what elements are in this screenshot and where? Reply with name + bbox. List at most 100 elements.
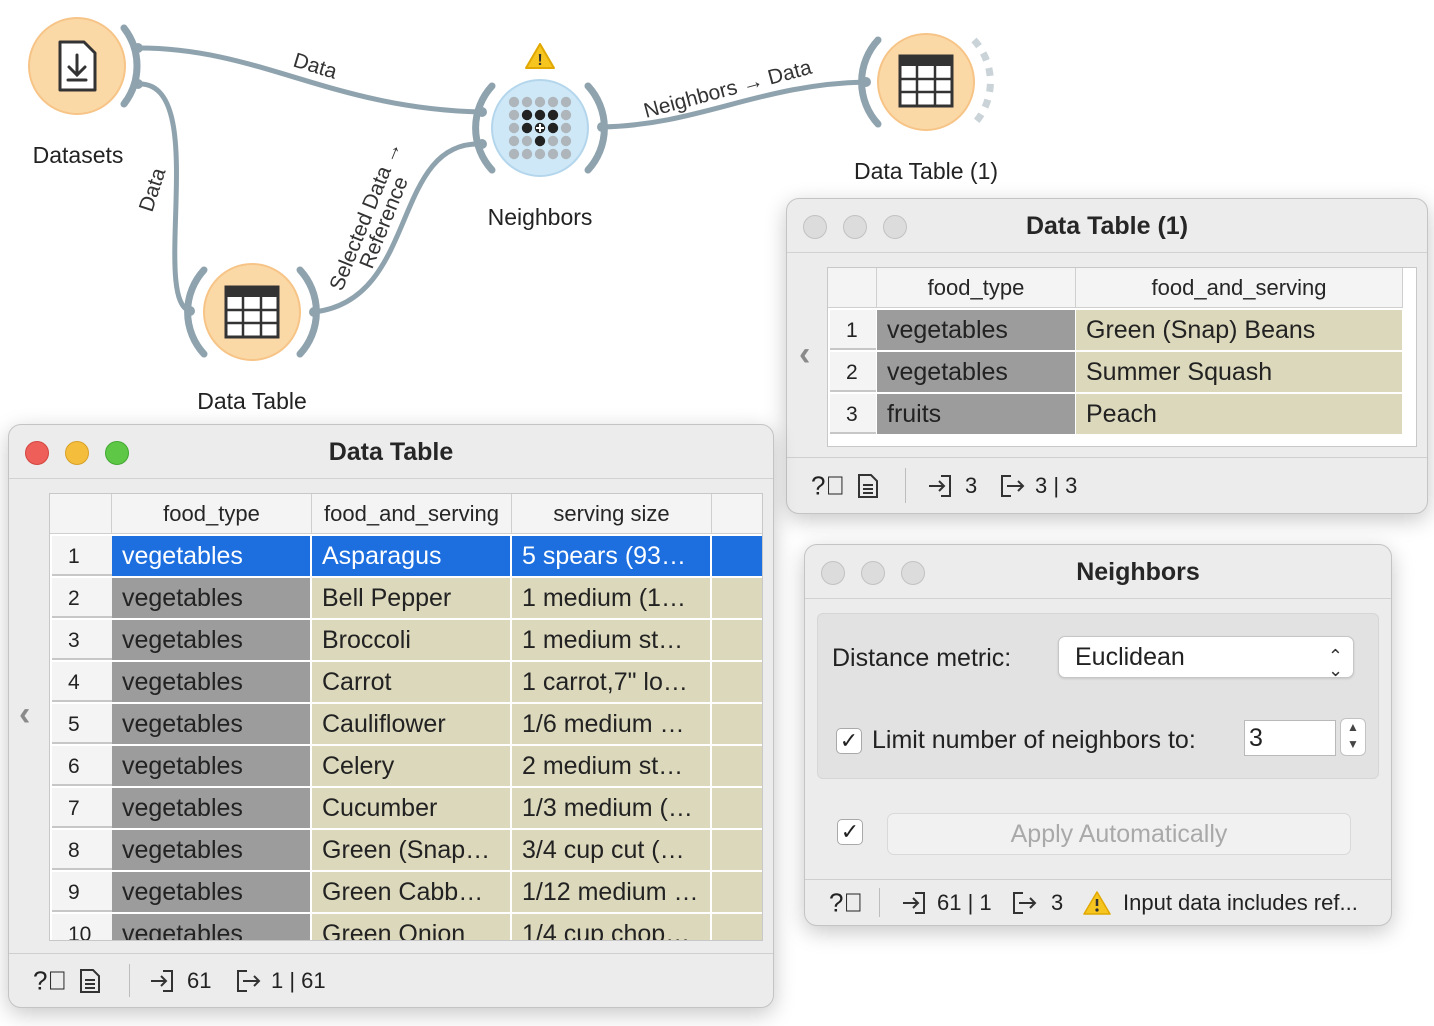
node-label-data-table[interactable]: Data Table — [197, 388, 307, 414]
table-cell[interactable]: vegetables — [112, 578, 310, 618]
table-cell[interactable]: vegetables — [112, 788, 310, 828]
output-summary[interactable]: 3 | 3 — [999, 473, 1077, 499]
apply-automatically-checkbox[interactable]: ✓ — [837, 819, 863, 845]
node-datasets[interactable] — [28, 17, 143, 115]
table-cell[interactable] — [712, 662, 762, 702]
row-number[interactable]: 9 — [52, 872, 112, 912]
row-number[interactable]: 1 — [52, 536, 112, 576]
row-number[interactable]: 8 — [52, 830, 112, 870]
column-header-serving-size[interactable]: serving size — [512, 494, 712, 534]
help-icon[interactable]: ?⃝ — [829, 887, 863, 917]
node-neighbors[interactable]: ! — [472, 43, 608, 177]
table-cell[interactable]: 1/4 cup chop… — [512, 914, 710, 940]
table-cell[interactable]: vegetables — [877, 310, 1075, 350]
table-cell[interactable]: Green (Snap) Beans — [1076, 310, 1402, 350]
table-cell[interactable] — [712, 872, 762, 912]
zoom-button[interactable] — [901, 561, 925, 585]
table-cell[interactable]: vegetables — [112, 914, 310, 940]
table-cell[interactable]: 1/12 medium … — [512, 872, 710, 912]
output-summary[interactable]: 1 | 61 — [235, 968, 326, 994]
column-header-food-and-serving[interactable]: food_and_serving — [312, 494, 512, 534]
row-number[interactable]: 3 — [830, 394, 876, 434]
column-header-food-type[interactable]: food_type — [112, 494, 312, 534]
report-icon[interactable] — [857, 473, 879, 499]
table-cell[interactable]: vegetables — [112, 872, 310, 912]
table-cell[interactable]: vegetables — [112, 536, 310, 576]
column-header-food-type[interactable]: food_type — [877, 268, 1076, 308]
table-cell[interactable] — [712, 830, 762, 870]
node-data-table[interactable] — [184, 263, 320, 361]
report-icon[interactable] — [79, 968, 101, 994]
table-cell[interactable]: 1 medium (1… — [512, 578, 710, 618]
output-summary[interactable]: 3 — [1011, 890, 1063, 916]
minimize-button[interactable] — [843, 215, 867, 239]
table-cell[interactable]: vegetables — [112, 704, 310, 744]
row-number[interactable]: 3 — [52, 620, 112, 660]
apply-automatically-button[interactable]: Apply Automatically — [887, 813, 1351, 855]
table-cell[interactable]: 1/6 medium … — [512, 704, 710, 744]
link-datatable-neighbors[interactable] — [313, 141, 483, 315]
table-cell[interactable]: Bell Pepper — [312, 578, 510, 618]
corner-header[interactable] — [828, 268, 877, 308]
chevron-left-icon[interactable]: ‹ — [799, 335, 811, 373]
table-cell[interactable]: 1/3 medium (… — [512, 788, 710, 828]
row-number[interactable]: 5 — [52, 704, 112, 744]
chevron-left-icon[interactable]: ‹ — [19, 695, 31, 733]
row-number[interactable]: 2 — [830, 352, 876, 392]
neighbors-count-input[interactable]: 3 — [1244, 720, 1336, 756]
input-summary[interactable]: 61 | 1 — [901, 890, 992, 916]
row-number[interactable]: 2 — [52, 578, 112, 618]
column-header-truncated[interactable]: t — [712, 494, 762, 534]
table-cell[interactable]: Broccoli — [312, 620, 510, 660]
table-cell[interactable] — [712, 914, 762, 940]
close-button[interactable] — [25, 441, 49, 465]
minimize-button[interactable] — [65, 441, 89, 465]
close-button[interactable] — [821, 561, 845, 585]
window-titlebar[interactable]: Data Table — [9, 425, 773, 479]
window-titlebar[interactable]: Data Table (1) — [787, 199, 1427, 253]
zoom-button[interactable] — [883, 215, 907, 239]
row-number[interactable]: 6 — [52, 746, 112, 786]
input-summary[interactable]: 61 — [149, 968, 211, 994]
table-cell[interactable]: Peach — [1076, 394, 1402, 434]
table-cell[interactable]: 3/4 cup cut (… — [512, 830, 710, 870]
link-datasets-datatable[interactable] — [139, 81, 192, 314]
table-cell[interactable]: vegetables — [877, 352, 1075, 392]
table-cell[interactable]: Cucumber — [312, 788, 510, 828]
minimize-button[interactable] — [861, 561, 885, 585]
limit-neighbors-checkbox[interactable]: ✓ — [836, 728, 862, 754]
row-number[interactable]: 4 — [52, 662, 112, 702]
help-icon[interactable]: ?⃝ — [33, 965, 67, 995]
table-cell[interactable]: Cauliflower — [312, 704, 510, 744]
data-grid[interactable]: food_type food_and_serving 1 vegetables … — [827, 267, 1417, 447]
table-cell[interactable] — [712, 704, 762, 744]
node-label-neighbors[interactable]: Neighbors — [487, 204, 593, 230]
table-cell[interactable] — [712, 746, 762, 786]
input-summary[interactable]: 3 — [927, 473, 977, 499]
row-number[interactable]: 7 — [52, 788, 112, 828]
table-cell[interactable] — [712, 788, 762, 828]
warning-summary[interactable]: Input data includes ref... — [1083, 890, 1358, 916]
table-cell[interactable]: 1 carrot,7" lo… — [512, 662, 710, 702]
node-label-datasets[interactable]: Datasets — [32, 142, 124, 168]
table-cell[interactable]: vegetables — [112, 746, 310, 786]
table-cell[interactable]: Green Onion — [312, 914, 510, 940]
table-cell[interactable]: Carrot — [312, 662, 510, 702]
close-button[interactable] — [803, 215, 827, 239]
column-header-food-and-serving[interactable]: food_and_serving — [1076, 268, 1403, 308]
table-cell[interactable]: Summer Squash — [1076, 352, 1402, 392]
node-data-table-1[interactable] — [858, 33, 994, 131]
help-icon[interactable]: ?⃝ — [811, 470, 845, 500]
table-cell[interactable]: 5 spears (93… — [512, 536, 710, 576]
data-grid[interactable]: food_type food_and_serving serving size … — [49, 493, 763, 941]
link-datasets-neighbors[interactable] — [138, 45, 481, 115]
zoom-button[interactable] — [105, 441, 129, 465]
table-cell[interactable]: 1 medium st… — [512, 620, 710, 660]
table-cell[interactable] — [712, 536, 762, 576]
table-cell[interactable]: 2 medium st… — [512, 746, 710, 786]
link-neighbors-datatable1[interactable] — [601, 79, 867, 130]
table-cell[interactable]: Celery — [312, 746, 510, 786]
table-cell[interactable]: Asparagus — [312, 536, 510, 576]
row-number[interactable]: 10 — [52, 914, 112, 940]
corner-header[interactable] — [50, 494, 112, 534]
